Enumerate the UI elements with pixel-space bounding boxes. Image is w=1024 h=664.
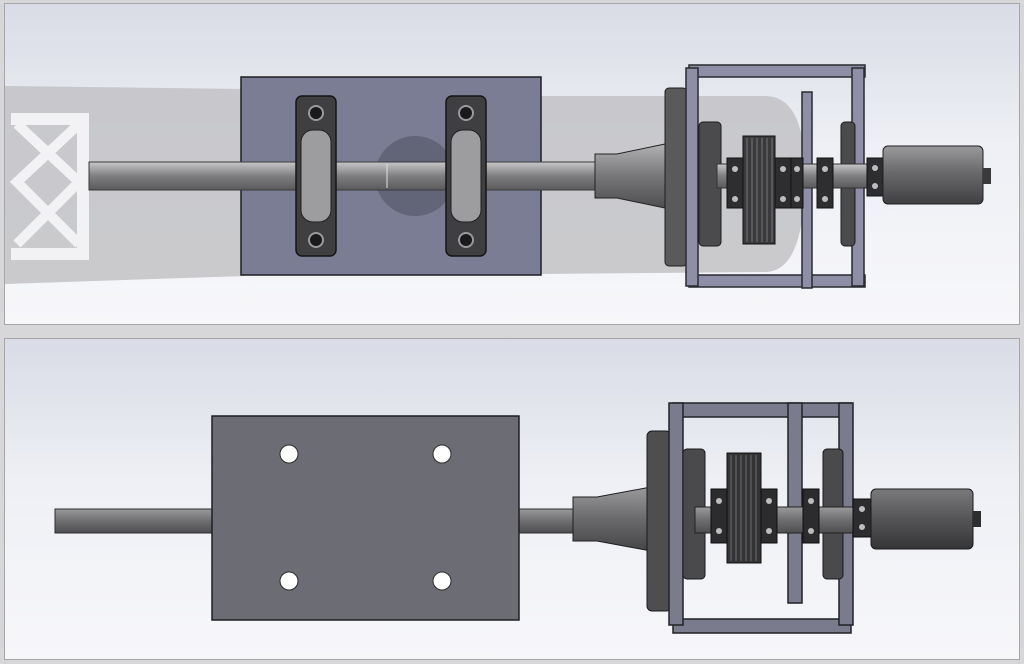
flange-disc [646, 430, 672, 612]
truss-shadow [11, 113, 89, 260]
motor-shaft-end [973, 511, 981, 527]
pillow-block-bearing-right [445, 95, 487, 257]
mounting-holes [279, 444, 452, 591]
pillow-block-bearing-left [295, 95, 337, 257]
cylinder-motor [870, 488, 974, 550]
cone-coupler [594, 143, 666, 209]
top-view-drawing [5, 64, 991, 289]
cad-view-bottom [4, 338, 1020, 660]
truss-shadow-lines [9, 120, 87, 248]
cone-coupler [572, 486, 652, 552]
cad-view-top [4, 3, 1020, 325]
collar-blocks [710, 488, 872, 544]
collar-blocks [726, 157, 884, 209]
bolt-heads [716, 498, 865, 534]
flange-disc [664, 87, 688, 267]
bolt-heads [732, 165, 878, 202]
motor-shaft-end [983, 168, 991, 184]
toothed-pulley [742, 135, 776, 245]
base-plate [211, 415, 520, 621]
toothed-pulley [726, 452, 762, 564]
bottom-view-drawing [54, 402, 981, 634]
main-shaft [88, 161, 600, 191]
cylinder-motor [882, 145, 984, 205]
